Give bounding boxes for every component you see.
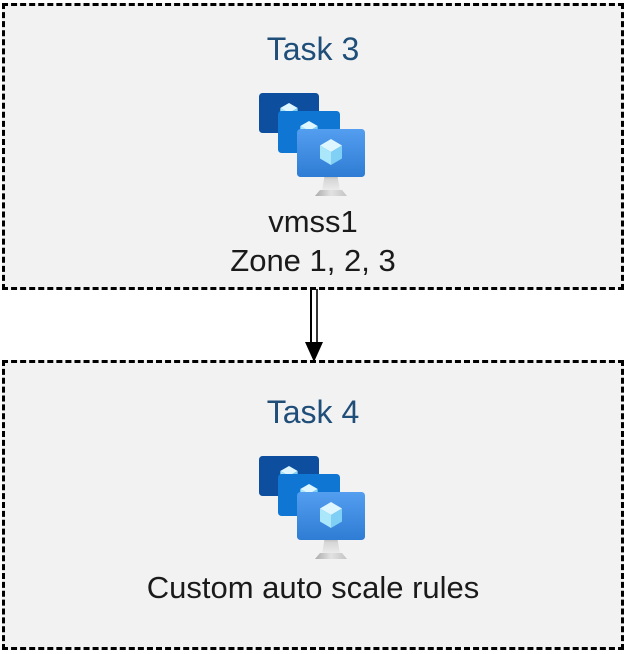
task-3-title: Task 3 <box>266 31 360 67</box>
autoscale-rules-label: Custom auto scale rules <box>146 570 480 605</box>
task-4-title: Task 4 <box>266 394 360 430</box>
task-4-box: Task 4 Custom auto scale rules <box>2 360 624 650</box>
zone-label: Zone 1, 2, 3 <box>230 243 396 278</box>
task-4-labels: Custom auto scale rules <box>147 568 480 607</box>
task-3-labels: vmss1 Zone 1, 2, 3 <box>230 202 395 280</box>
vm-scale-sets-icon <box>257 456 369 560</box>
task-3-box: Task 3 vmss1 Zone 1, 2, 3 <box>2 3 624 290</box>
down-arrow-icon <box>305 289 323 362</box>
vmss-name-label: vmss1 <box>268 204 358 239</box>
vm-scale-sets-icon <box>257 93 369 197</box>
